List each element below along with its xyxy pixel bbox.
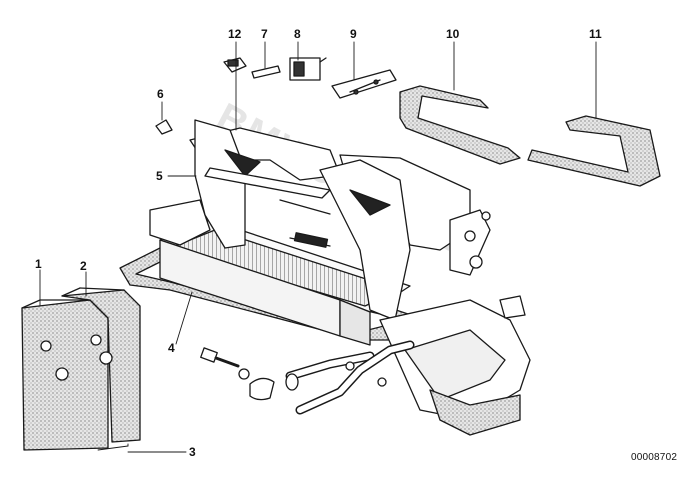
part-11-foam-seal (527, 115, 661, 187)
part-6-clip (155, 119, 173, 135)
callout-4: 4 (168, 341, 175, 355)
callout-9: 9 (350, 27, 357, 41)
callout-2: 2 (80, 259, 87, 273)
callout-8: 8 (294, 27, 301, 41)
part-12-grommet (223, 57, 247, 73)
part-9-resistor-board (331, 69, 397, 99)
part-10-foam-seal (399, 85, 521, 165)
part-2-foam-plate (61, 287, 141, 443)
callout-12: 12 (228, 27, 242, 41)
part-8-connector (289, 57, 327, 81)
bolt-and-clip (200, 347, 275, 401)
callout-3: 3 (189, 445, 196, 459)
part-1-foam-plate (21, 299, 109, 451)
callout-7: 7 (261, 27, 268, 41)
coolant-pipes (285, 340, 415, 415)
callout-5: 5 (156, 169, 163, 183)
leader-lines (39, 41, 597, 453)
callout-11: 11 (589, 27, 602, 41)
part-7-lever (251, 65, 281, 79)
document-number: 00008702 (631, 452, 678, 463)
callout-1: 1 (35, 257, 42, 271)
heater-housing (149, 119, 531, 436)
callout-6: 6 (157, 87, 164, 101)
callout-10: 10 (446, 27, 460, 41)
